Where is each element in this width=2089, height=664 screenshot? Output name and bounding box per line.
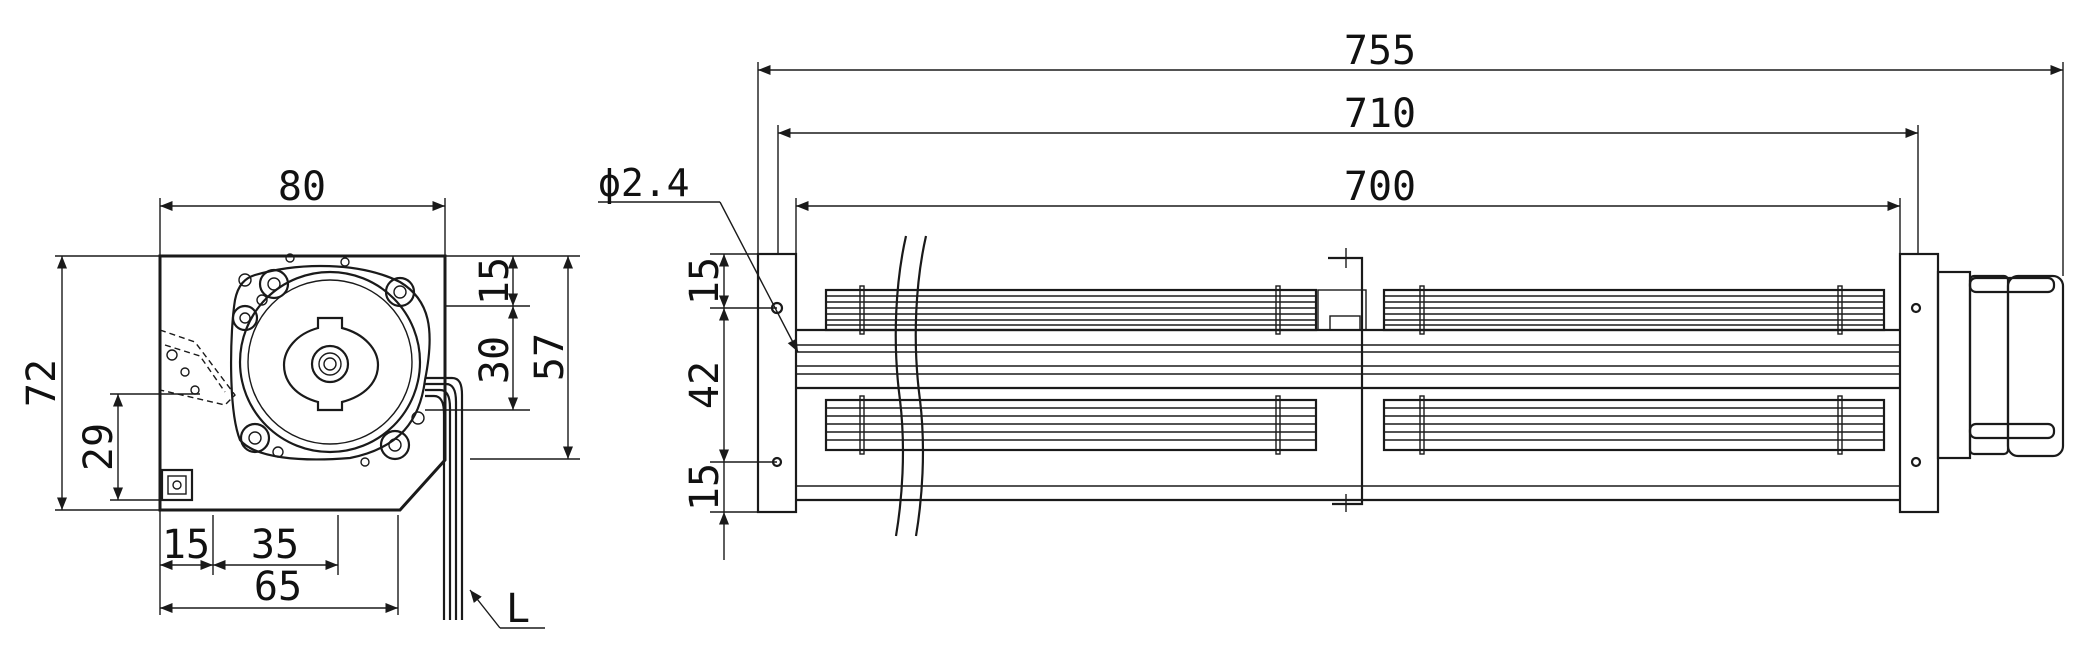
dim-right-30: 30 [472, 336, 518, 384]
break-line-right [914, 235, 928, 537]
center-bracket [1317, 248, 1367, 512]
alternate-bracket-inner [164, 344, 226, 393]
ground-terminal [160, 468, 194, 502]
dim-height-72: 72 [19, 359, 65, 407]
mount-hole-right-bottom [1910, 456, 1922, 468]
dim-mid-710: 710 [1344, 91, 1416, 137]
dim-bottom-15: 15 [162, 522, 210, 568]
bracket-hole [166, 349, 178, 361]
bracket-hole [180, 367, 190, 377]
break-line-left [894, 235, 908, 537]
right-end-plate [1898, 252, 1940, 514]
side-housing-outline [158, 254, 447, 512]
dim-height-29: 29 [76, 423, 122, 471]
mounting-lug-left [231, 304, 259, 332]
motor-body [238, 270, 422, 454]
dim-bottom-65: 65 [254, 564, 302, 610]
bracket-hole [190, 385, 200, 395]
small-hole [360, 457, 370, 467]
motor-inner-ring [247, 279, 413, 445]
impeller-lower-left [824, 395, 1318, 455]
impeller-upper-right [1382, 285, 1886, 335]
mounting-lug-top-left [238, 268, 290, 306]
dim-inner-700: 700 [1344, 164, 1416, 210]
dim-overall-755: 755 [1344, 28, 1416, 74]
impeller-upper-left [824, 285, 1318, 335]
left-end-plate [756, 252, 798, 514]
impeller-lower-right [1382, 395, 1886, 455]
dim-bottom-35: 35 [251, 522, 299, 568]
front-view: 755 710 700 ϕ2.4 15 42 15 [598, 28, 2065, 560]
small-hole [285, 253, 295, 263]
dim-right-57: 57 [527, 333, 573, 381]
lead-wires [425, 376, 464, 620]
shaft-mid [318, 352, 342, 376]
side-view: 80 72 29 15 30 57 15 35 65 [19, 164, 580, 632]
motor-side [1936, 270, 2065, 460]
alternate-bracket-dashed [159, 329, 236, 406]
rotor-hub [282, 316, 380, 412]
dim-left-15-bottom: 15 [682, 463, 728, 511]
dim-left-42: 42 [682, 361, 728, 409]
dim-left-15-top: 15 [682, 257, 728, 305]
mounting-lug-top-right [384, 276, 416, 308]
mount-hole-right-top [1910, 302, 1922, 314]
mounting-lug-bottom-right [379, 411, 425, 461]
shaft-outer [310, 344, 350, 384]
shaft-center [323, 357, 337, 371]
hole-diameter-label: ϕ2.4 [598, 161, 690, 205]
mounting-lug-bottom-left [239, 422, 284, 458]
dim-right-15: 15 [472, 257, 518, 305]
small-hole [340, 257, 350, 267]
lead-length-label: L [506, 586, 530, 632]
dim-width-80: 80 [278, 164, 326, 210]
